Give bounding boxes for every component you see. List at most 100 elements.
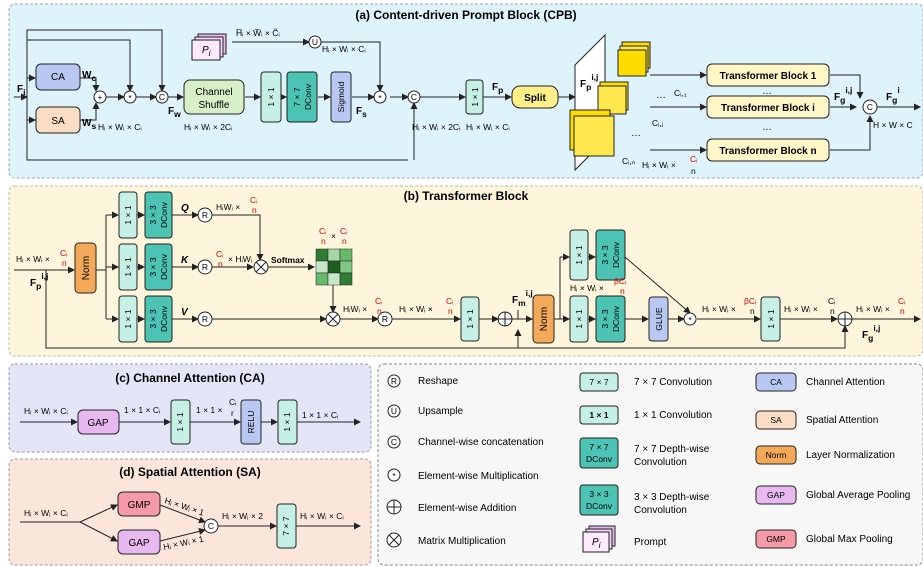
tb-dim-q-ci: Cᵢ [250, 195, 257, 205]
tb-dim-out-ci: Cᵢ [828, 296, 835, 306]
cpb-fw: Fw [168, 106, 181, 119]
legend-dc33-2: Convolution [634, 505, 687, 516]
tb-dim-k-n: n [218, 259, 223, 269]
cpb-tb-dots-1: … [762, 86, 772, 97]
ca-dim1: 1 × 1 × Cᵢ [124, 405, 160, 415]
tb-dim-glue-n: n [750, 306, 755, 316]
tb-dim-q: HᵢWᵢ × [216, 202, 240, 212]
legend-reshape: Reshape [418, 376, 458, 387]
legend-norm: Layer Normalization [806, 450, 895, 461]
tb-reshape-k: R [197, 259, 213, 275]
svg-text:*: * [688, 315, 692, 325]
sa-cat-op: C [203, 518, 219, 534]
tb-ffn-bottom: 1 × 1 3 × 3 DConv [569, 295, 626, 343]
cpb-cat-op-3: C [862, 99, 878, 115]
sa-dim-out: Hᵢ × Wᵢ × Cᵢ [300, 511, 344, 521]
ca-dim-in: Hᵢ × Wᵢ × Cᵢ [24, 406, 68, 416]
tb-dim-glue-bc: βCᵢ [744, 296, 756, 306]
svg-text:C: C [411, 92, 417, 102]
tb-proj-conv [460, 296, 480, 342]
tb-fgij: Fgi,j [862, 323, 880, 343]
sa-edges [20, 504, 361, 542]
cpb-sa-block [35, 106, 81, 134]
svg-text:U: U [312, 37, 318, 47]
cpb-wc: Wc [82, 70, 96, 83]
tb-soft-num-1: Cᵢ [319, 226, 326, 236]
sa-title: (d) Spatial Attention (SA) [119, 465, 261, 479]
cpb-dim-prompt: H̅ᵢ × W̅ᵢ × C̃ᵢ [236, 28, 280, 38]
legend-col2: 7 × 7 7 × 7 Convolution 1 × 1 1 × 1 Conv… [579, 372, 712, 553]
tb-dim-q-n: n [252, 205, 257, 215]
tb-reshape-v: R [197, 311, 213, 327]
svg-text:DConv: DConv [586, 501, 613, 511]
svg-text:R: R [391, 376, 397, 386]
svg-text:C: C [208, 521, 214, 531]
svg-text:1 × 1: 1 × 1 [123, 205, 133, 224]
tb-add-1 [497, 311, 513, 327]
cpb-dim-shuffle: Hᵢ × Wᵢ × 2Cᵢ [184, 122, 232, 132]
tb-soft-times: × [331, 231, 336, 241]
cpb-dim-split-den: n [691, 166, 696, 176]
cpb-fi: Fi [17, 84, 25, 97]
sa-dim-cat: Hᵢ × Wᵢ × 2 [222, 511, 263, 521]
legend-concat: Channel-wise concatenation [418, 437, 544, 448]
cpb-shuffle-l1: Channel [195, 87, 232, 98]
legend-add: Element-wise Addition [418, 503, 516, 514]
legend-matmul: Matrix Multiplication [418, 536, 506, 547]
cpb-title: (a) Content-driven Prompt Block (CPB) [355, 8, 576, 22]
legend-sa: Spatial Attention [806, 415, 878, 426]
tb-norm-2 [532, 294, 555, 344]
legend-mul: Element-wise Multiplication [418, 471, 539, 482]
cpb-tbi-label: Transformer Block i [721, 103, 815, 114]
cpb-mul-op-2: * [373, 90, 387, 104]
cpb-dim-up: Hᵢ × Wᵢ × Cᵢ [322, 44, 366, 54]
ca-dim3: 1 × 1 × Cᵢ [302, 410, 338, 420]
cpb-dim-split: Hᵢ × Wᵢ × [642, 160, 676, 170]
tb-soft-den-1: n [321, 236, 326, 246]
svg-text:3 × 3: 3 × 3 [148, 205, 158, 224]
tb-matmul-2 [325, 311, 341, 327]
svg-text:DConv: DConv [611, 305, 621, 332]
tb-ffn-top: 1 × 1 3 × 3 DConv [569, 229, 626, 281]
svg-text:C: C [391, 437, 397, 447]
cpb-dconv7-l1: 7 × 7 [292, 87, 302, 106]
cpb-dconv7 [286, 71, 318, 123]
tb-add-2 [837, 311, 853, 327]
svg-text:3 × 3: 3 × 3 [600, 245, 610, 264]
sa-gap-label: GAP [128, 538, 149, 549]
legend-prompt: Prompt [634, 537, 666, 548]
tb-q-branch: 1 × 1 3 × 3 DConv [118, 191, 173, 239]
tb-dim-fin-n: n [900, 306, 905, 316]
legend-col1: R Reshape U Upsample C Channel-wise conc… [386, 374, 544, 548]
cpb-cat-op-2: C [407, 90, 421, 104]
svg-text:DConv: DConv [611, 241, 621, 268]
cpb-dim-cat: Hᵢ × Wᵢ × 2Cᵢ [412, 122, 460, 132]
cpb-conv1x1-2-label: 1 × 1 [470, 87, 480, 106]
svg-text:DConv: DConv [586, 454, 613, 464]
svg-text:R: R [202, 314, 208, 324]
legend-upsample: Upsample [418, 406, 463, 417]
ca-title: (c) Channel Attention (CA) [115, 371, 265, 385]
cpb-dim-split-num: Cᵢ [690, 154, 697, 164]
tb-v: V [181, 307, 189, 318]
sa-conv7-label: 7 × 7 [281, 516, 291, 535]
cpb-dots-1: … [656, 90, 666, 101]
svg-text:C: C [159, 92, 165, 102]
legend-dc77-1: 7 × 7 Depth-wise [634, 444, 710, 455]
cpb-upsample-op: U [308, 35, 322, 49]
cpb-sigmoid-label: Sigmoid [336, 81, 346, 112]
svg-text:3 × 3: 3 × 3 [148, 309, 158, 328]
svg-text:GAP: GAP [767, 490, 785, 500]
svg-text:R: R [202, 210, 208, 220]
svg-text:U: U [391, 406, 397, 416]
svg-text:Pi: Pi [592, 537, 602, 550]
ca-conv-2 [277, 399, 298, 445]
cpb-fgij: Fgi,j [834, 85, 852, 105]
tb-dim-glue-top: Hᵢ × Wᵢ × [570, 283, 604, 293]
ca-relu [240, 399, 262, 445]
sa-conv7 [276, 503, 297, 549]
tb-k-branch: 1 × 1 3 × 3 DConv [118, 243, 173, 291]
svg-text:3 × 3: 3 × 3 [148, 257, 158, 276]
ca-conv-2-label: 1 × 1 [282, 412, 292, 431]
